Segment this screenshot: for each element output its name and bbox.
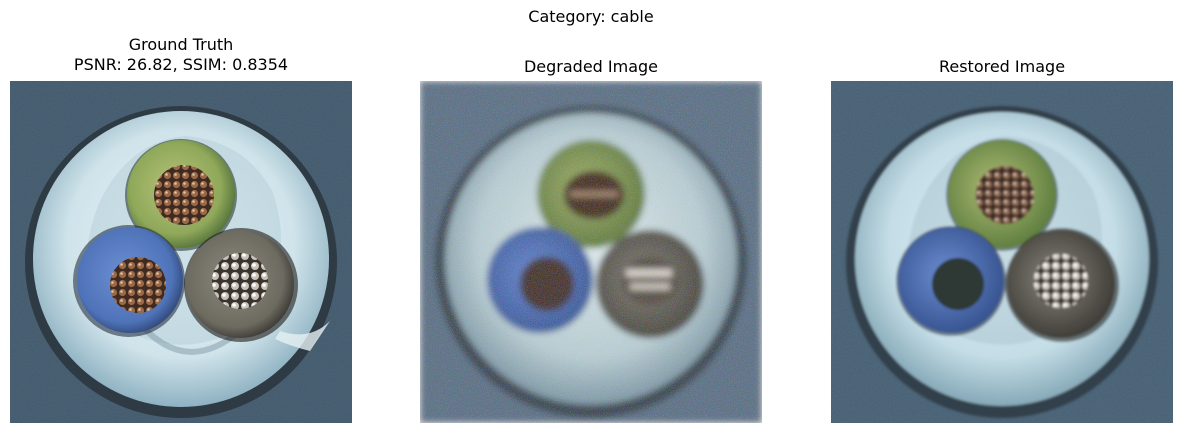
- degraded-title: Degraded Image: [523, 57, 659, 76]
- panel-restored: Restored Image: [831, 57, 1173, 423]
- ground-truth-image: [10, 81, 352, 423]
- ground-truth-metrics: PSNR: 26.82, SSIM: 0.8354: [73, 55, 289, 74]
- restored-image: [831, 81, 1173, 423]
- ground-truth-title: Ground Truth PSNR: 26.82, SSIM: 0.8354: [0, 35, 392, 75]
- figure-suptitle: Category: cable: [528, 7, 654, 26]
- restored-title: Restored Image: [938, 57, 1066, 76]
- panel-degraded: Degraded Image: [420, 57, 762, 423]
- ground-truth-title-line1: Ground Truth: [128, 35, 234, 54]
- panel-ground-truth: Ground Truth PSNR: 26.82, SSIM: 0.8354: [10, 35, 352, 423]
- degraded-image: [420, 81, 762, 423]
